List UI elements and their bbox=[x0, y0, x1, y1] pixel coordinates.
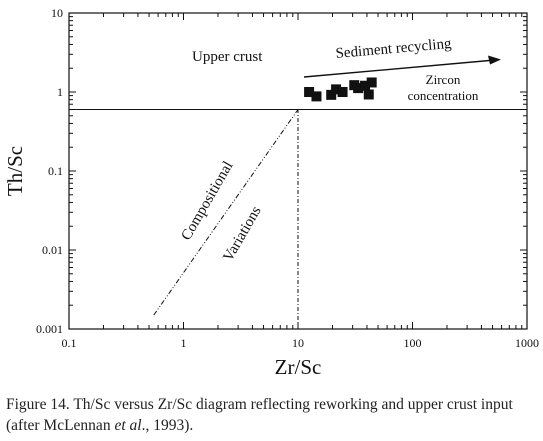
x-tick-label: 1 bbox=[181, 336, 187, 350]
y-axis-label: Th/Sc bbox=[3, 146, 27, 196]
sediment-arrow-shaft bbox=[303, 59, 496, 78]
annotation-upper-crust: Upper crust bbox=[192, 49, 263, 65]
x-tick-label: 1000 bbox=[515, 336, 539, 350]
annotation-zircon: Zircon bbox=[426, 72, 461, 87]
sediment-arrow-head bbox=[488, 55, 501, 65]
caption-main: Figure 14. Th/Sc versus Zr/Sc diagram re… bbox=[6, 396, 513, 434]
data-point bbox=[326, 89, 337, 100]
data-points bbox=[304, 77, 377, 102]
data-point bbox=[360, 80, 371, 91]
data-point bbox=[363, 89, 374, 100]
annotations: Upper crust Sediment recyclingZirconconce… bbox=[179, 36, 501, 264]
data-point bbox=[366, 77, 377, 88]
y-tick-label: 1 bbox=[57, 85, 63, 99]
reference-line-diagonal bbox=[153, 109, 299, 316]
data-point bbox=[353, 83, 364, 94]
data-point bbox=[331, 84, 342, 95]
reference-lines bbox=[69, 109, 527, 329]
annotation-sediment-recycling: Sediment recycling bbox=[335, 36, 453, 62]
annotation-variations: Variations bbox=[220, 204, 264, 265]
annotation-concentration: concentration bbox=[408, 88, 479, 103]
caption-italic: et al bbox=[114, 417, 142, 434]
y-tick-label: 0.01 bbox=[42, 243, 63, 257]
x-axis-label: Zr/Sc bbox=[275, 355, 322, 379]
data-point bbox=[311, 91, 322, 102]
y-tick-label: 0.1 bbox=[48, 164, 63, 178]
x-tick-label: 10 bbox=[292, 336, 304, 350]
figure-caption: Figure 14. Th/Sc versus Zr/Sc diagram re… bbox=[6, 394, 540, 436]
y-tick-label: 0.001 bbox=[36, 322, 63, 336]
data-point bbox=[337, 87, 348, 97]
data-point bbox=[304, 87, 315, 97]
x-tick-label: 0.1 bbox=[62, 336, 77, 350]
x-tick-label: 100 bbox=[404, 336, 422, 350]
y-tick-label: 10 bbox=[51, 6, 63, 20]
annotation-compositional: Compositional bbox=[179, 159, 237, 244]
caption-end: ., 1993). bbox=[141, 417, 194, 434]
